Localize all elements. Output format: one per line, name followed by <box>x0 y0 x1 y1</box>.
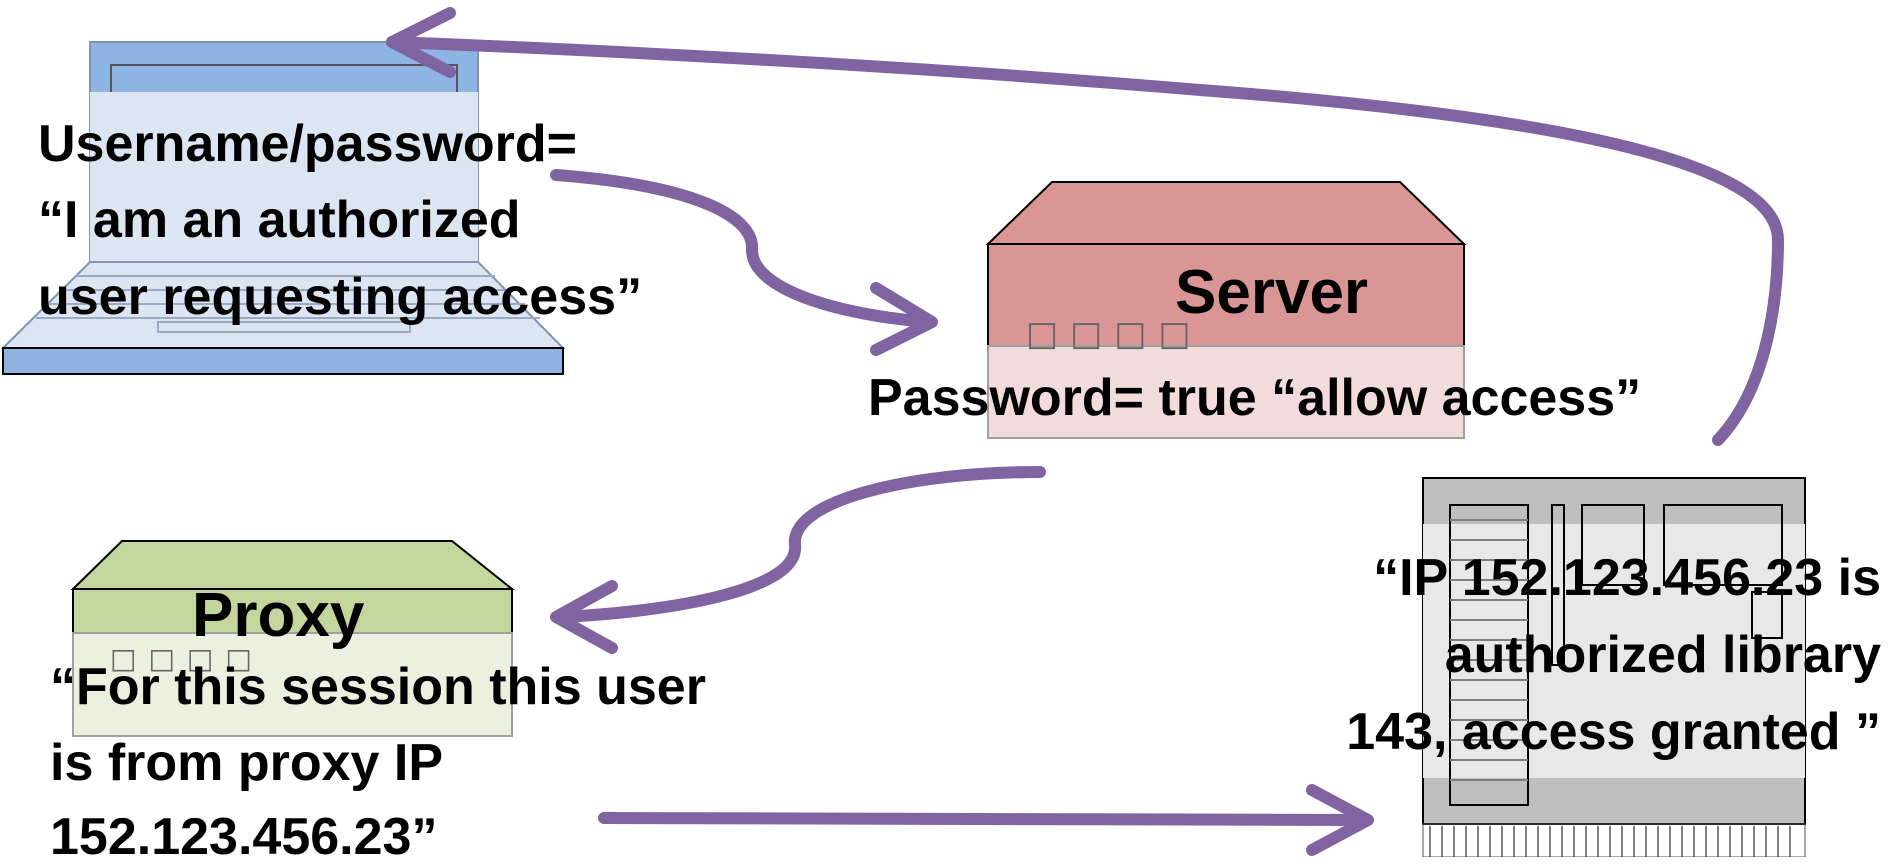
arrow-server-to-proxy <box>554 466 1046 623</box>
arrowhead-laptop <box>386 7 456 78</box>
user-request-line-3: user requesting access” <box>38 268 643 326</box>
library-statement-line-3: 143, access granted ” <box>1346 703 1881 761</box>
user-request-line-1: Username/password= <box>38 115 578 173</box>
proxy-statement-line-3: 152.123.456.23” <box>50 808 438 866</box>
server-rule: Password= true “allow access” <box>868 369 1642 427</box>
library-server-overlay <box>1423 524 1805 778</box>
arrowhead-server <box>870 282 938 356</box>
arrowhead-library <box>1306 784 1374 856</box>
proxy-icon <box>70 540 515 737</box>
proxy-placeholder-glyphs: □□□□ <box>110 642 264 675</box>
server-icon <box>985 181 1467 439</box>
proxy-statement-line-2: is from proxy IP <box>50 734 443 792</box>
laptop-icon <box>0 41 566 375</box>
library-server-vents <box>1429 826 1791 857</box>
arrowhead-proxy <box>550 580 618 654</box>
library-statement-line-2: authorized library <box>1444 626 1881 684</box>
flow-arrows <box>386 7 1784 856</box>
laptop-base <box>2 347 564 375</box>
proxy-overlay <box>72 632 513 737</box>
arrow-library-to-laptop <box>386 36 1784 446</box>
library-server-slots <box>1450 519 1528 781</box>
server-placeholder-glyphs: □□□□ <box>1026 314 1203 354</box>
server-front <box>987 243 1465 347</box>
arrow-proxy-to-library <box>598 812 1366 826</box>
user-request-line-2: “I am an authorized <box>38 191 521 249</box>
proxy-statement-line-1: “For this session this user <box>50 658 706 716</box>
library-statement-line-1: “IP 152.123.456.23 is <box>1373 549 1881 607</box>
arrow-laptop-to-server <box>550 169 934 328</box>
proxy-front <box>72 588 513 634</box>
server-top <box>985 181 1467 245</box>
laptop-screen-overlay <box>90 92 478 262</box>
library-server-vent-base <box>1422 823 1806 858</box>
server-overlay <box>987 345 1465 439</box>
server-title: Server <box>1175 258 1369 327</box>
laptop-key-rows <box>36 275 540 333</box>
proxy-title: Proxy <box>192 581 365 650</box>
library-server-icon <box>1422 477 1806 858</box>
library-server-rack <box>1449 504 1783 806</box>
